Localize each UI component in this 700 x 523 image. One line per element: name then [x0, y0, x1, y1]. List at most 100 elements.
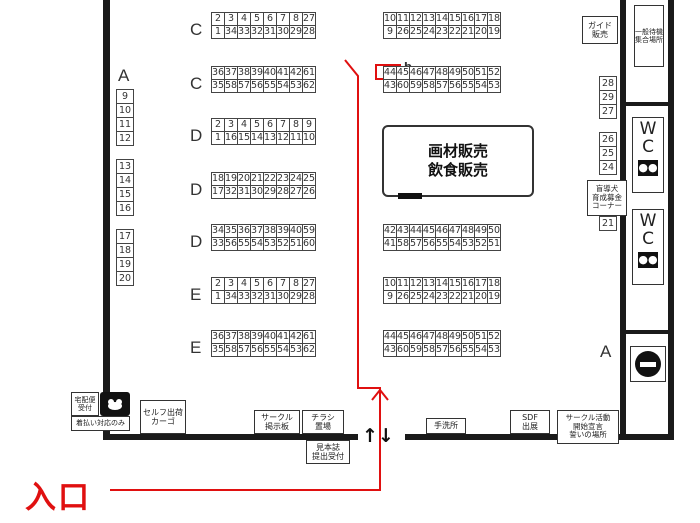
- cash-on-delivery-box: 着払い対応のみ: [71, 416, 130, 431]
- booth-cell: 7: [276, 118, 290, 132]
- booth-cell: 40: [289, 224, 303, 238]
- booth-cell: 51: [487, 237, 501, 251]
- booth-cell: 55: [237, 237, 251, 251]
- booth-cell: 15: [237, 131, 251, 145]
- booth-cell: 40: [263, 66, 277, 80]
- booth-cell: 53: [289, 79, 303, 93]
- booth-cell: 38: [237, 66, 251, 80]
- booth-cell: 19: [487, 25, 501, 39]
- booth-cell: 42: [289, 66, 303, 80]
- booth-cell: 54: [474, 79, 488, 93]
- booth-cell: 14: [250, 131, 264, 145]
- booth-cell: 46: [435, 224, 449, 238]
- booth-cell: 49: [448, 66, 462, 80]
- booth-cell: 6: [263, 118, 277, 132]
- booth-cell: 58: [422, 79, 436, 93]
- booth-cell: 62: [302, 343, 316, 357]
- booth-cell: 50: [461, 66, 475, 80]
- booth-cell: 40: [263, 330, 277, 344]
- booth-cell: 33: [237, 25, 251, 39]
- booth-cell: 10: [116, 103, 134, 118]
- restroom-upper-icon: ●●: [638, 159, 658, 176]
- booth-cell: 13: [422, 277, 436, 291]
- booth-cell: 23: [435, 290, 449, 304]
- booth-cell: 53: [289, 343, 303, 357]
- sales-counter-base: [398, 193, 422, 199]
- booth-cell: 47: [448, 224, 462, 238]
- booth-cell: 20: [237, 172, 251, 186]
- booth-cell: 59: [409, 343, 423, 357]
- right-room-divider-2: [626, 330, 668, 334]
- booth-cell: 8: [289, 277, 303, 291]
- booth-cell: 4: [237, 277, 251, 291]
- booth-cell: 36: [211, 330, 225, 344]
- booth-cell: 6: [263, 12, 277, 26]
- booth-cell: 11: [396, 12, 410, 26]
- booth-cell: 47: [422, 330, 436, 344]
- booth-cell: 26: [302, 185, 316, 199]
- booth-cell: 12: [409, 277, 423, 291]
- guide-sales-box: ガイド 販売: [582, 16, 618, 44]
- booth-cell: 62: [302, 79, 316, 93]
- booth-cell: 45: [396, 66, 410, 80]
- booth-cell: 18: [116, 243, 134, 258]
- booth-cell: 7: [276, 277, 290, 291]
- booth-cell: 48: [435, 330, 449, 344]
- booth-cell: 58: [224, 343, 238, 357]
- booth-cell: 51: [474, 330, 488, 344]
- booth-cell: 33: [211, 237, 225, 251]
- entrance-label: 入口: [25, 480, 91, 516]
- booth-cell: 45: [396, 330, 410, 344]
- booth-cell: 14: [435, 12, 449, 26]
- booth-cell: 27: [599, 104, 617, 119]
- booth-cell: 28: [276, 185, 290, 199]
- booth-cell: 29: [263, 185, 277, 199]
- booth-cell: 4: [237, 118, 251, 132]
- booth-cell: 42: [383, 224, 397, 238]
- booth-cell: 6: [263, 277, 277, 291]
- handwash-box: 手洗所: [426, 418, 466, 434]
- booth-cell: 9: [383, 25, 397, 39]
- booth-cell: 50: [487, 224, 501, 238]
- left-wall: [103, 0, 110, 440]
- sdf-exhibit-box: SDF 出展: [510, 410, 550, 434]
- wc-lower-label: W C: [639, 211, 657, 249]
- booth-cell: 14: [435, 277, 449, 291]
- wc-upper-label: W C: [639, 119, 657, 157]
- booth-cell: 26: [599, 132, 617, 147]
- booth-cell: 58: [422, 343, 436, 357]
- booth-cell: 23: [276, 172, 290, 186]
- booth-cell: 61: [302, 330, 316, 344]
- booth-cell: 27: [289, 185, 303, 199]
- booth-cell: 2: [211, 277, 225, 291]
- booth-cell: 15: [448, 277, 462, 291]
- booth-cell: 29: [289, 290, 303, 304]
- booth-cell: 36: [211, 66, 225, 80]
- right-wall: [620, 0, 626, 440]
- booth-cell: 20: [474, 25, 488, 39]
- booth-cell: 30: [250, 185, 264, 199]
- booth-cell: 1: [211, 290, 225, 304]
- booth-cell: 32: [250, 290, 264, 304]
- booth-cell: 55: [263, 343, 277, 357]
- booth-cell: 9: [383, 290, 397, 304]
- booth-cell: 58: [224, 79, 238, 93]
- booth-cell: 43: [383, 343, 397, 357]
- booth-cell: 18: [487, 12, 501, 26]
- booth-cell: 34: [224, 290, 238, 304]
- booth-cell: 3: [224, 277, 238, 291]
- booth-cell: 31: [263, 290, 277, 304]
- row-label-c-1: C: [190, 20, 203, 39]
- booth-cell: 22: [448, 25, 462, 39]
- bottom-wall-left: [103, 434, 358, 440]
- booth-cell: 60: [302, 237, 316, 251]
- booth-cell: 55: [263, 79, 277, 93]
- booth-cell: 29: [289, 25, 303, 39]
- booth-cell: 8: [289, 12, 303, 26]
- booth-cell: 54: [276, 79, 290, 93]
- booth-cell: 57: [435, 79, 449, 93]
